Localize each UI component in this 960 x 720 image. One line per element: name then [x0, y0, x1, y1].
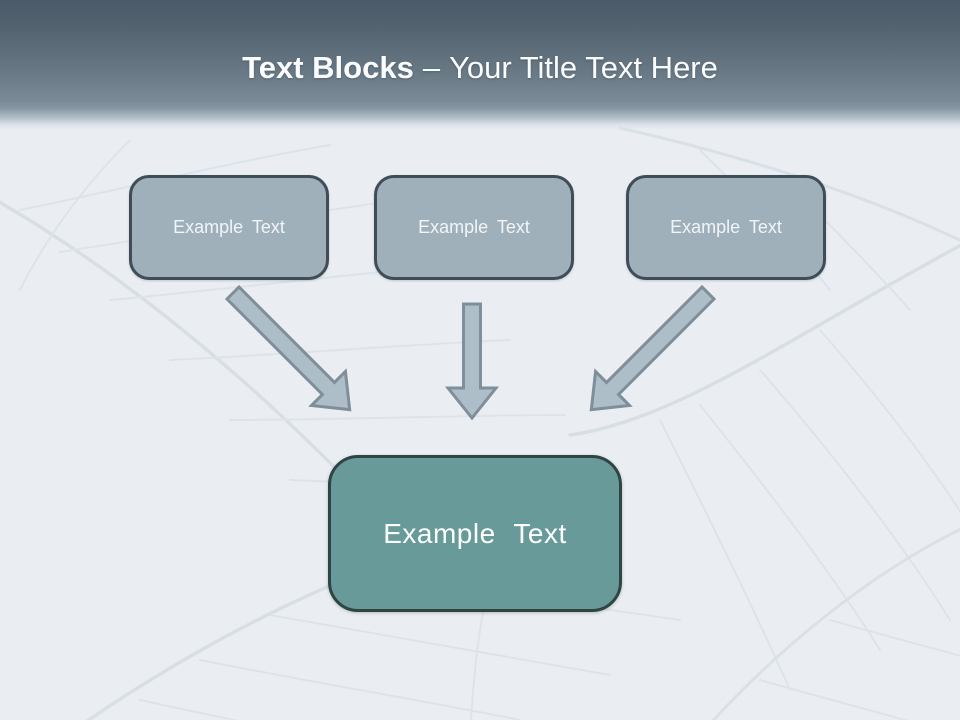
title-bar: Text Blocks – Your Title Text Here [0, 0, 960, 130]
result-block-label: Example Text [383, 517, 567, 549]
text-block-3[interactable]: Example Text [626, 175, 826, 280]
text-block-1[interactable]: Example Text [129, 175, 329, 280]
arrow-down-left-icon[interactable] [574, 276, 725, 427]
text-block-2[interactable]: Example Text [374, 175, 574, 280]
text-block-1-label: Example Text [173, 217, 285, 237]
arrow-down-icon[interactable] [444, 302, 500, 421]
text-block-2-label: Example Text [418, 217, 530, 237]
slide-title-regular: Your Title Text Here [449, 50, 718, 85]
slide-title-bold: Text Blocks [242, 50, 414, 85]
arrow-down-right-icon[interactable] [216, 276, 367, 427]
result-block[interactable]: Example Text [328, 455, 622, 612]
slide-title[interactable]: Text Blocks – Your Title Text Here [0, 52, 960, 83]
slide-title-separator: – [422, 50, 441, 85]
text-block-3-label: Example Text [670, 217, 782, 237]
